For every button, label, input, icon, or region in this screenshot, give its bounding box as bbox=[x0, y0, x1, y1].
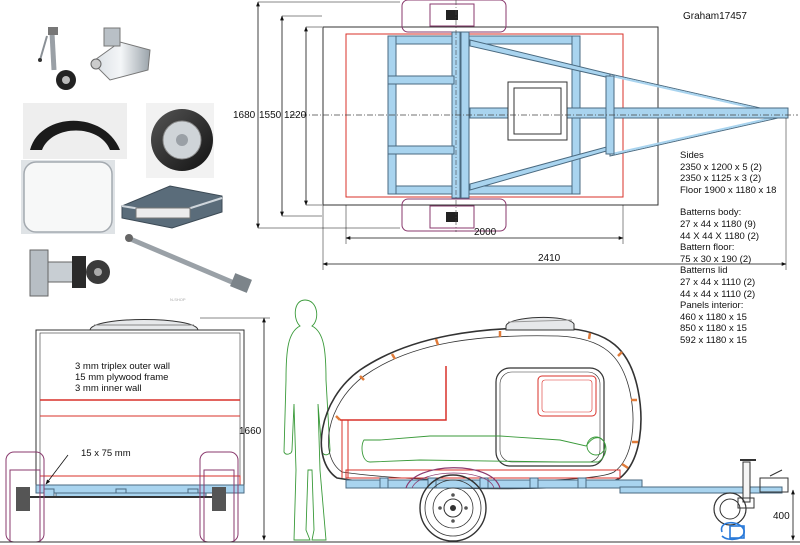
battens-lid-item: 44 x 44 x 1110 (2) bbox=[680, 288, 756, 300]
panels-title: Panels interior: bbox=[680, 300, 744, 312]
battens-body-title: Batterns body: bbox=[680, 207, 742, 219]
human-figure bbox=[283, 299, 331, 541]
coupling-head-photo bbox=[84, 20, 154, 90]
battens-floor-title: Battern floor: bbox=[680, 242, 735, 254]
jockey-wheel-photo bbox=[24, 20, 86, 94]
spacer bbox=[680, 196, 798, 207]
battens-lid-title: Batterns lid bbox=[680, 265, 728, 277]
mudguard-photo bbox=[23, 103, 127, 159]
dim-frame-width: 1220 bbox=[284, 110, 307, 121]
wheel-photo bbox=[146, 103, 214, 178]
battens-body-item: 27 x 44 x 1180 (9) bbox=[680, 218, 756, 230]
svg-text:N-SHOP: N-SHOP bbox=[170, 297, 186, 302]
label-plywood-frame: 15 mm plywood frame bbox=[75, 372, 168, 383]
front-view bbox=[0, 317, 800, 543]
battens-floor-item: 75 x 30 x 190 (2) bbox=[680, 253, 752, 265]
panels-item: 850 x 1180 x 15 bbox=[680, 323, 747, 335]
panels-item: 592 x 1180 x 15 bbox=[680, 334, 747, 346]
dim-front-height: 1660 bbox=[239, 426, 262, 437]
label-inner-wall: 3 mm inner wall bbox=[75, 383, 142, 394]
top-view bbox=[256, 0, 798, 270]
side-view bbox=[320, 317, 795, 542]
author-label: Graham17457 bbox=[683, 11, 747, 22]
sides-title: Sides bbox=[680, 150, 704, 161]
sides-item: 2350 x 1200 x 5 (2) bbox=[680, 161, 762, 173]
battens-lid-item: 27 x 44 x 1110 (2) bbox=[680, 276, 756, 288]
sides-item: 2350 x 1125 x 3 (2) bbox=[680, 173, 762, 185]
panels-item: 460 x 1180 x 15 bbox=[680, 311, 747, 323]
axle-hub-photo bbox=[23, 238, 119, 306]
materials-list: Sides 2350 x 1200 x 5 (2) 2350 x 1125 x … bbox=[680, 150, 798, 347]
label-batten: 15 x 75 mm bbox=[81, 448, 131, 459]
dim-overall-width: 1680 bbox=[233, 110, 256, 121]
roof-hatch-photo bbox=[118, 178, 226, 238]
dim-overall-length: 2410 bbox=[538, 253, 561, 264]
dim-body-length: 2000 bbox=[474, 227, 497, 238]
window-photo bbox=[21, 160, 115, 234]
dim-hitch-height: 400 bbox=[773, 511, 790, 522]
sides-item: Floor 1900 x 1180 x 18 bbox=[680, 184, 777, 196]
label-outer-wall: 3 mm triplex outer wall bbox=[75, 361, 170, 372]
dim-body-width: 1550 bbox=[259, 110, 282, 121]
axle-photo: N-SHOP bbox=[121, 232, 261, 304]
battens-body-item: 44 X 44 X 1180 (2) bbox=[680, 230, 760, 242]
